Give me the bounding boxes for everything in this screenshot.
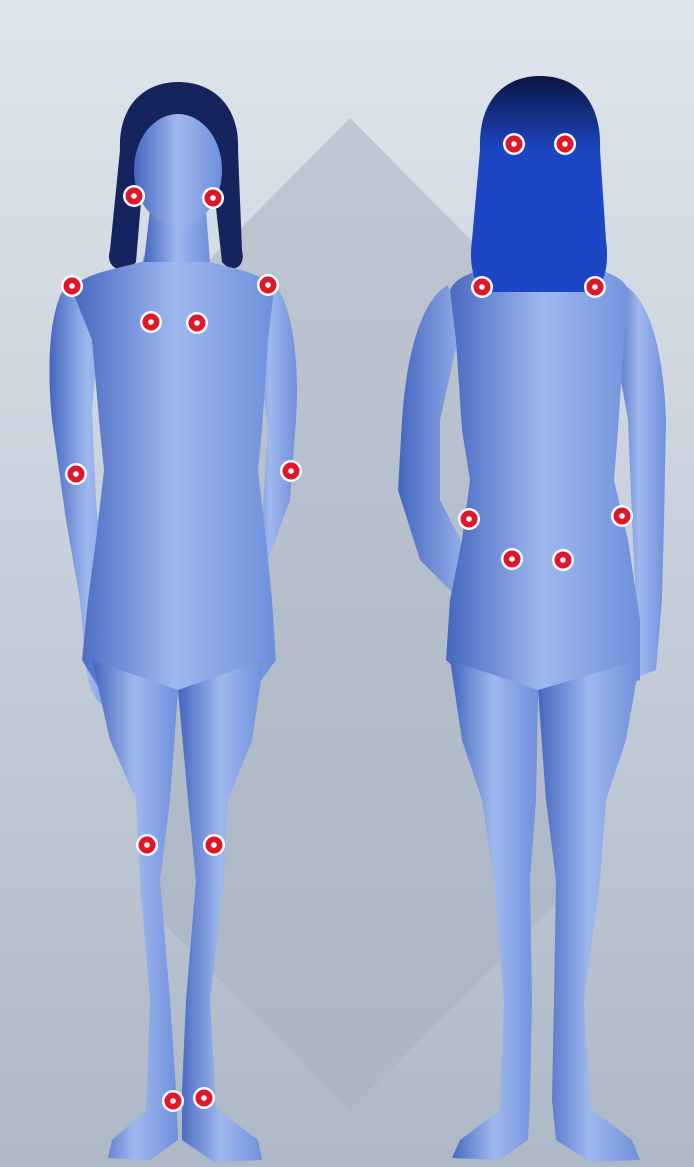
back-hair	[471, 76, 607, 292]
tender-point-front-jaw-left	[123, 185, 145, 207]
tender-point-front-shoulder-left	[61, 275, 83, 297]
tender-point-front-chest-left	[140, 311, 162, 333]
tender-point-front-elbow-right	[280, 460, 302, 482]
tender-point-center	[69, 283, 75, 289]
tender-point-back-occiput-right	[554, 133, 576, 155]
tender-point-center	[211, 842, 217, 848]
tender-point-center	[509, 556, 515, 562]
tender-point-front-jaw-right	[202, 187, 224, 209]
tender-point-center	[560, 557, 566, 563]
tender-point-front-ankle-right	[193, 1087, 215, 1109]
tender-point-center	[144, 842, 150, 848]
tender-point-back-lower-back-left	[458, 508, 480, 530]
tender-point-center	[592, 284, 598, 290]
tender-point-center	[479, 284, 485, 290]
front-head	[134, 114, 222, 226]
tender-point-back-occiput-left	[503, 133, 525, 155]
tender-point-center	[194, 320, 200, 326]
back-torso	[446, 240, 640, 700]
tender-point-center	[73, 471, 79, 477]
tender-point-front-knee-left	[136, 834, 158, 856]
tender-point-center	[131, 193, 137, 199]
tender-point-center	[148, 319, 154, 325]
tender-point-front-elbow-left	[65, 463, 87, 485]
tender-point-center	[562, 141, 568, 147]
tender-point-center	[170, 1098, 176, 1104]
tender-point-center	[265, 282, 271, 288]
tender-point-front-ankle-left	[162, 1090, 184, 1112]
tender-point-center	[288, 468, 294, 474]
tender-point-center	[210, 195, 216, 201]
tender-point-back-trapezius-left	[471, 276, 493, 298]
tender-point-back-trapezius-right	[584, 276, 606, 298]
tender-point-back-buttock-left	[501, 548, 523, 570]
tender-point-back-lower-back-right	[611, 505, 633, 527]
tender-point-front-chest-right	[186, 312, 208, 334]
tender-point-back-buttock-right	[552, 549, 574, 571]
tender-point-front-shoulder-right	[257, 274, 279, 296]
tender-point-front-knee-right	[203, 834, 225, 856]
tender-point-center	[466, 516, 472, 522]
tender-point-center	[201, 1095, 207, 1101]
tender-point-center	[511, 141, 517, 147]
tender-point-center	[619, 513, 625, 519]
